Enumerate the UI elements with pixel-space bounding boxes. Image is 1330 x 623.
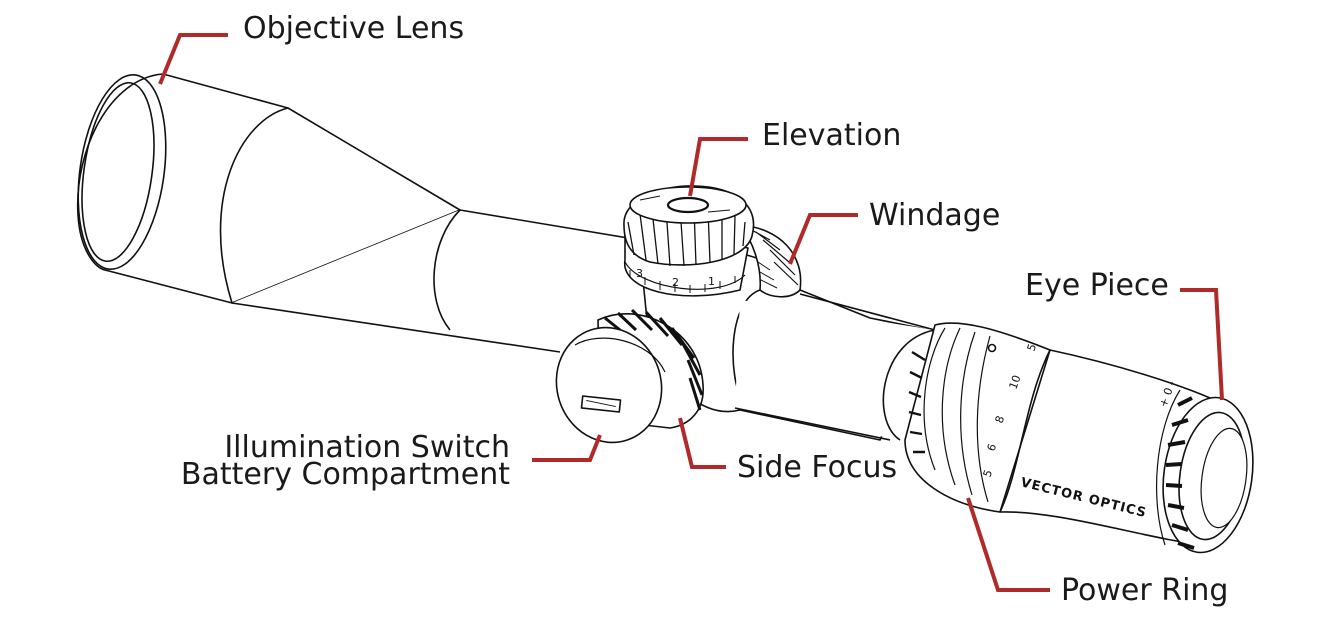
elevation-tick-1: 1 — [708, 275, 715, 288]
main-tube-front — [231, 209, 650, 353]
windage-turret — [739, 224, 802, 298]
callout-power-ring: Power Ring — [1061, 573, 1229, 608]
leader-power-ring — [966, 497, 1050, 592]
callout-eye-piece: Eye Piece — [1025, 268, 1169, 303]
callout-objective-lens: Objective Lens — [243, 11, 465, 46]
leader-eye-piece — [1180, 288, 1224, 401]
power-tick-5: 5 — [981, 468, 996, 479]
elevation-tick-3: 3 — [636, 267, 643, 280]
elevation-tick-2: 2 — [672, 276, 679, 289]
main-tube-rear — [734, 293, 936, 441]
callout-windage: Windage — [869, 198, 1001, 233]
callout-illumination-switch: Illumination Switch — [224, 430, 510, 465]
power-tick-5-top: 5 — [1025, 342, 1040, 353]
callout-side-focus: Side Focus — [737, 450, 898, 485]
eyepiece-ring — [1162, 396, 1254, 554]
leader-objective-lens — [158, 33, 228, 85]
leader-windage — [788, 213, 858, 265]
power-tick-6: 6 — [985, 442, 1000, 453]
illumination-cap — [555, 326, 666, 444]
objective-bell — [76, 73, 461, 304]
power-tick-8: 8 — [993, 414, 1008, 425]
elevation-turret — [623, 185, 755, 297]
objective-lens — [77, 73, 167, 271]
callout-elevation: Elevation — [762, 118, 902, 153]
power-tick-10: 10 — [1007, 373, 1024, 391]
leader-illumination — [532, 434, 602, 462]
callout-battery-compartment: Battery Compartment — [180, 457, 510, 492]
leader-side-focus — [678, 417, 726, 469]
leader-elevation — [688, 137, 748, 197]
